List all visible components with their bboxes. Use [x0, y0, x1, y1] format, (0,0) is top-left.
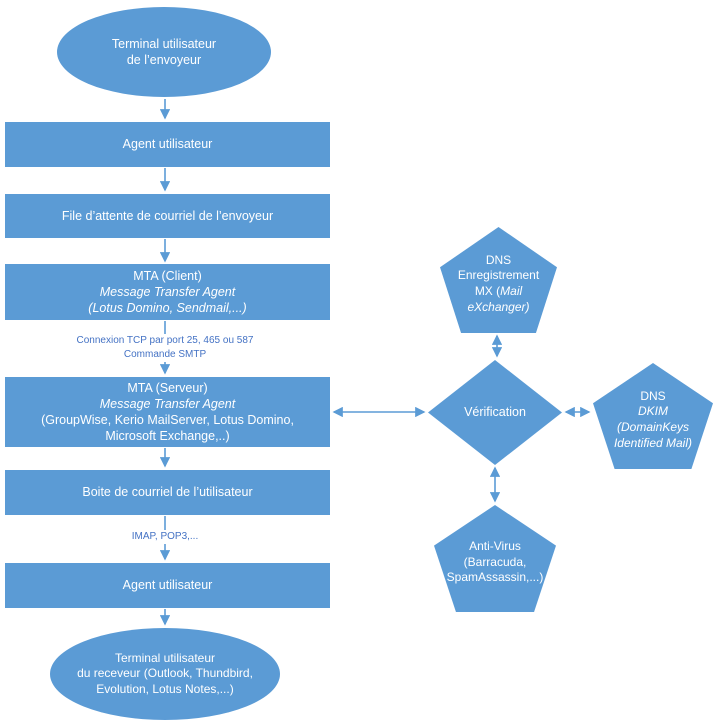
- node-text: (DomainKeys: [616, 420, 690, 434]
- node-text: DKIM: [638, 404, 668, 419]
- node-text: (GroupWise, Kerio MailServer, Lotus Domi…: [41, 413, 294, 427]
- node-text: de l’envoyeur: [126, 53, 202, 67]
- node-text: Identified Mail): [613, 435, 693, 450]
- node-text: Vérification: [464, 405, 526, 420]
- connector-label-text: IMAP, POP3,...: [131, 531, 199, 542]
- node-text: MX (Mail: [475, 284, 522, 300]
- connector-label-imap: IMAP, POP3,...: [90, 530, 240, 544]
- node-text: Microsoft Exchange,..): [105, 429, 230, 444]
- node-terminal-receiver: Terminal utilisateur du receveur (Outloo…: [50, 628, 280, 720]
- node-text: SpamAssassin,...): [446, 570, 544, 585]
- connector-label-text: Connexion TCP par port 25, 465 ou 587: [76, 335, 254, 346]
- node-text: du receveur (Outlook, Thundbird,: [77, 666, 253, 681]
- node-text: Anti-Virus: [469, 539, 521, 554]
- node-text: DNS: [640, 388, 666, 403]
- node-mta-server: MTA (Serveur) Message Transfer Agent (Gr…: [5, 377, 330, 447]
- node-text: Terminal utilisateur: [114, 650, 216, 665]
- node-text: Message Transfer Agent: [99, 396, 236, 411]
- node-text: Agent utilisateur: [122, 578, 213, 593]
- node-mailbox: Boite de courriel de l’utilisateur: [5, 470, 330, 515]
- node-mail-queue: File d’attente de courriel de l’envoyeur: [5, 194, 330, 238]
- node-text: (Lotus Domino, Sendmail,...): [88, 301, 247, 316]
- connector-label-text: Commande SMTP: [123, 349, 207, 360]
- node-text: Agent utilisateur: [122, 137, 213, 152]
- node-agent-user-bottom: Agent utilisateur: [5, 563, 330, 608]
- node-text: Enregistrement: [457, 268, 540, 283]
- node-text: MTA (Client): [133, 268, 202, 283]
- node-text: Message Transfer Agent: [99, 284, 236, 299]
- node-text: Mail: [500, 284, 523, 298]
- node-text: Evolution, Lotus Notes,...): [96, 681, 234, 696]
- node-mta-client: MTA (Client) Message Transfer Agent (Lot…: [5, 264, 330, 320]
- node-text: MX (: [474, 284, 501, 298]
- node-text: DNS: [485, 252, 512, 267]
- node-terminal-sender: Terminal utilisateur de l’envoyeur: [57, 7, 271, 97]
- node-text: Terminal utilisateur: [111, 36, 217, 51]
- connector-label-smtp: Connexion TCP par port 25, 465 ou 587 Co…: [40, 334, 290, 362]
- node-text: Boite de courriel de l’utilisateur: [82, 485, 253, 500]
- node-text: eXchanger): [467, 299, 530, 314]
- node-text: (Barracuda,: [463, 554, 527, 569]
- node-text: File d’attente de courriel de l’envoyeur: [61, 208, 274, 223]
- node-text: MTA (Serveur): [127, 380, 208, 395]
- node-agent-user-top: Agent utilisateur: [5, 122, 330, 167]
